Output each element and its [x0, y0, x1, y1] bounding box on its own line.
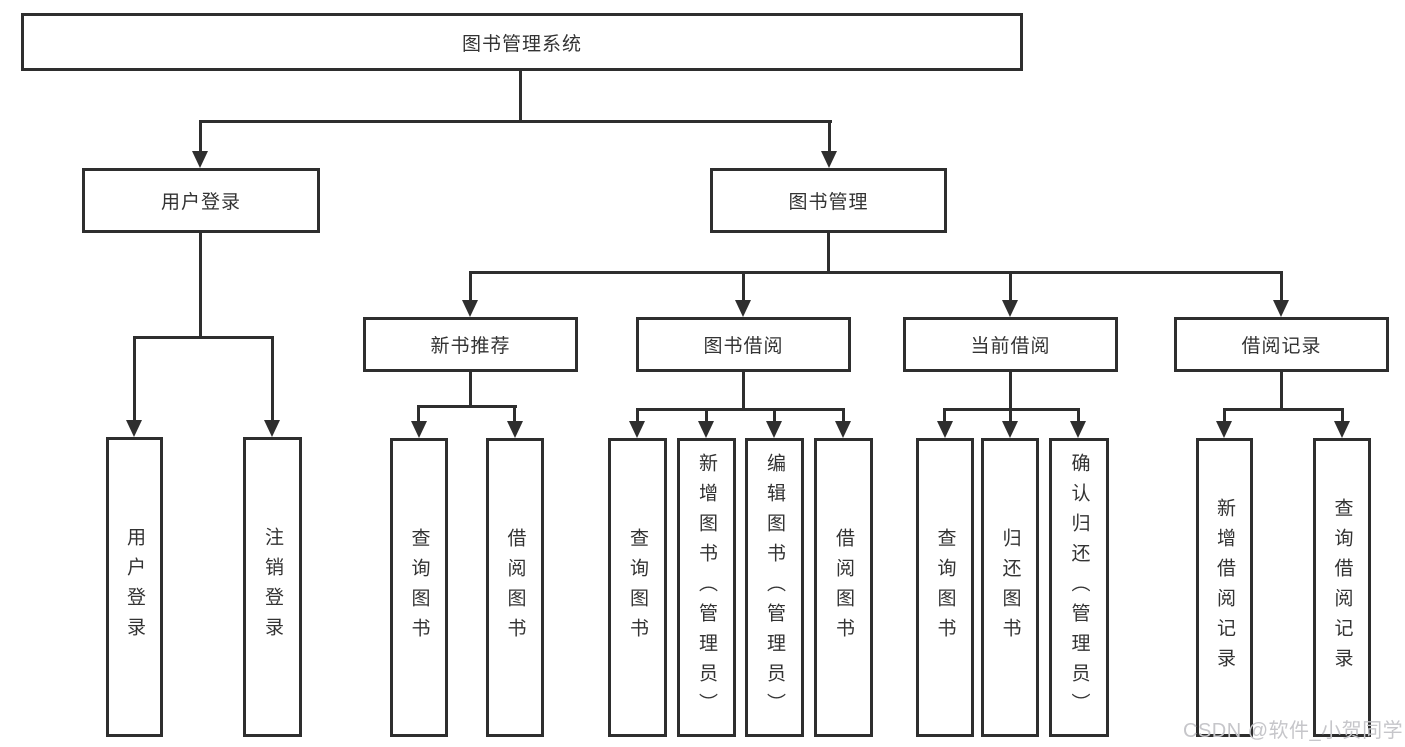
node-currentborrow-confirm-label: 确认归还（管理员）	[1068, 452, 1090, 723]
connector-line	[943, 408, 946, 424]
arrow-down-icon	[766, 421, 782, 438]
node-currentborrow-confirm: 确认归还（管理员）	[1049, 438, 1109, 737]
arrow-down-icon	[462, 300, 478, 317]
connector-line	[1009, 408, 1012, 424]
node-currentborrow-return: 归还图书	[981, 438, 1039, 737]
connector-line	[705, 408, 708, 424]
node-root: 图书管理系统	[21, 13, 1023, 71]
node-current-borrow-label: 当前借阅	[970, 336, 1051, 357]
node-root-label: 图书管理系统	[461, 33, 582, 55]
arrow-down-icon	[1334, 421, 1350, 438]
node-record-query: 查询借阅记录	[1313, 438, 1371, 737]
node-bookborrow-query-label: 查询图书	[627, 527, 648, 648]
connector-line	[417, 405, 517, 408]
connector-line	[133, 336, 273, 339]
node-borrow-record: 借阅记录	[1174, 317, 1389, 372]
node-bookborrow-edit-label: 编辑图书（管理员）	[764, 452, 785, 723]
node-new-book-label: 新书推荐	[430, 336, 511, 357]
arrow-down-icon	[411, 421, 427, 438]
connector-line	[199, 120, 202, 156]
connector-line	[1280, 372, 1283, 411]
connector-line	[1341, 408, 1344, 424]
connector-line	[1009, 372, 1012, 411]
arrow-down-icon	[629, 421, 645, 438]
node-bookborrow-add: 新增图书（管理员）	[677, 438, 736, 737]
node-borrow-record-label: 借阅记录	[1241, 336, 1322, 357]
node-newbook-query-label: 查询图书	[408, 527, 430, 648]
csdn-watermark: CSDN @软件_小贺同学	[1183, 720, 1404, 742]
node-user-login: 用户登录	[82, 168, 320, 233]
arrow-down-icon	[835, 421, 851, 438]
connector-line	[636, 408, 845, 411]
node-record-add: 新增借阅记录	[1196, 438, 1253, 737]
node-bookborrow-add-label: 新增图书（管理员）	[696, 452, 717, 723]
connector-line	[417, 405, 420, 423]
node-currentborrow-query: 查询图书	[916, 438, 974, 737]
connector-line	[199, 232, 202, 339]
connector-line	[199, 120, 832, 123]
arrow-down-icon	[126, 420, 142, 437]
arrow-down-icon	[1070, 421, 1086, 438]
connector-line	[742, 372, 745, 411]
node-user-login-label: 用户登录	[160, 192, 241, 213]
node-record-query-label: 查询借阅记录	[1331, 497, 1353, 678]
arrow-down-icon	[192, 151, 208, 168]
connector-line	[519, 70, 522, 123]
arrow-down-icon	[1002, 300, 1018, 317]
connector-line	[1009, 271, 1012, 304]
arrow-down-icon	[1216, 421, 1232, 438]
node-bookborrow-borrow-label: 借阅图书	[833, 527, 854, 648]
connector-line	[469, 271, 472, 304]
node-newbook-borrow: 借阅图书	[486, 438, 544, 737]
node-bookborrow-borrow: 借阅图书	[814, 438, 873, 737]
node-new-book: 新书推荐	[363, 317, 578, 372]
node-bookborrow-query: 查询图书	[608, 438, 667, 737]
connector-line	[133, 336, 136, 422]
connector-line	[513, 405, 516, 423]
node-login: 用户登录	[106, 437, 163, 737]
node-currentborrow-query-label: 查询图书	[934, 527, 956, 648]
arrow-down-icon	[821, 151, 837, 168]
arrow-down-icon	[1273, 300, 1289, 317]
connector-line	[1223, 408, 1226, 424]
node-newbook-query: 查询图书	[390, 438, 448, 737]
node-book-borrow-label: 图书借阅	[703, 336, 784, 357]
node-current-borrow: 当前借阅	[903, 317, 1118, 372]
node-logout: 注销登录	[243, 437, 302, 737]
connector-line	[828, 120, 831, 156]
arrow-down-icon	[507, 421, 523, 438]
node-book-borrow: 图书借阅	[636, 317, 851, 372]
connector-line	[1077, 408, 1080, 424]
connector-line	[1223, 408, 1344, 411]
connector-line	[773, 408, 776, 424]
node-record-add-label: 新增借阅记录	[1214, 497, 1235, 678]
arrow-down-icon	[264, 420, 280, 437]
connector-line	[842, 408, 845, 424]
connector-line	[469, 271, 1283, 274]
arrow-down-icon	[937, 421, 953, 438]
connector-line	[271, 336, 274, 422]
arrow-down-icon	[735, 300, 751, 317]
node-bookborrow-edit: 编辑图书（管理员）	[745, 438, 804, 737]
node-logout-label: 注销登录	[262, 527, 283, 647]
arrow-down-icon	[698, 421, 714, 438]
connector-line	[636, 408, 639, 424]
arrow-down-icon	[1002, 421, 1018, 438]
connector-line	[469, 372, 472, 408]
node-book-mgmt: 图书管理	[710, 168, 947, 233]
node-newbook-borrow-label: 借阅图书	[504, 527, 526, 648]
connector-line	[827, 233, 830, 274]
connector-line	[1280, 271, 1283, 304]
node-currentborrow-return-label: 归还图书	[999, 527, 1021, 648]
connector-line	[742, 271, 745, 304]
node-login-label: 用户登录	[124, 527, 145, 647]
node-book-mgmt-label: 图书管理	[788, 192, 869, 213]
